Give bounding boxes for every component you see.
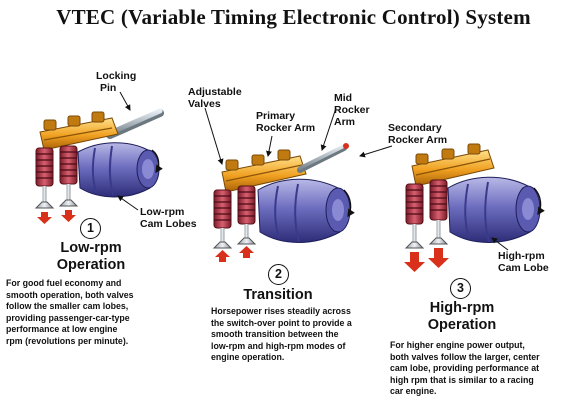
locking-pin-rod	[106, 108, 164, 139]
stage-1-assembly	[34, 108, 164, 224]
stage-2-assembly	[212, 143, 355, 262]
valve-motion-arrows-1	[37, 210, 76, 224]
camshaft-2	[257, 178, 351, 243]
valve-springs-3	[404, 179, 449, 249]
valve-springs-1	[34, 145, 79, 209]
stage-3-assembly	[404, 143, 545, 272]
rocker-arms-3	[411, 143, 495, 187]
stage-3-description: For higher engine power output,both valv…	[390, 340, 540, 397]
stage-3-number: 3	[450, 278, 471, 299]
valve-motion-arrows-3	[404, 248, 449, 272]
stage-2-title: Transition	[243, 287, 313, 303]
valve-springs-2	[212, 185, 257, 249]
page-title: VTEC (Variable Timing Electronic Control…	[56, 5, 531, 29]
rotation-arrow-3	[533, 187, 545, 216]
stage-1-number: 1	[80, 218, 101, 239]
rotation-arrow-2	[343, 189, 355, 218]
rotation-arrow-1	[151, 149, 163, 174]
rocker-arms-1	[39, 111, 119, 151]
camshaft-3	[447, 176, 541, 243]
locking-pin-2	[297, 143, 349, 173]
valve-motion-arrows-2	[215, 246, 254, 262]
camshaft-1	[77, 142, 160, 198]
callout-leaders	[117, 91, 509, 251]
stage-2-number: 2	[268, 264, 289, 285]
rocker-arms-2	[221, 149, 307, 193]
